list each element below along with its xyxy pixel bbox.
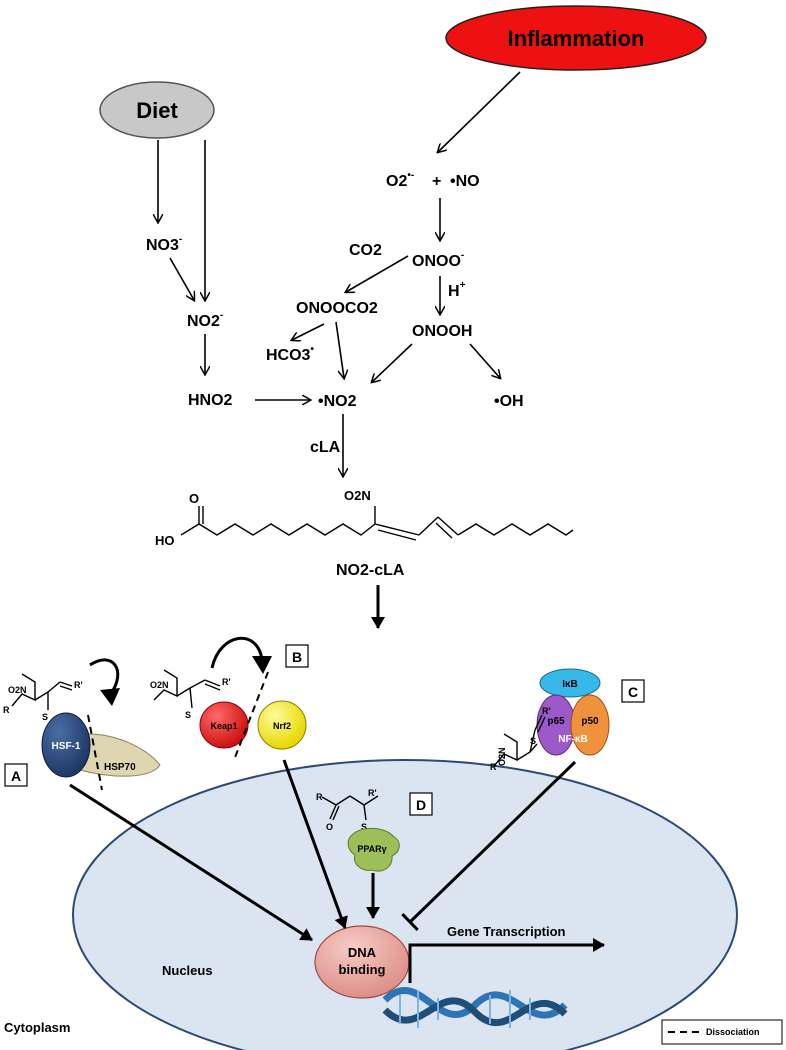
keap1-protein: [199, 701, 249, 749]
inflammation-label: Inflammation: [508, 26, 645, 51]
panel-c-adduct: [493, 714, 546, 767]
hno2-label: HNO2: [188, 392, 233, 409]
p50-protein: [570, 694, 610, 756]
inhibition-nfkb-to-dna: [401, 760, 577, 931]
panel-a-label: A: [11, 768, 21, 784]
panel-b-box: [285, 644, 309, 668]
legend-dissociation-label: Dissociation: [706, 1027, 760, 1037]
arrow-onooh-to-oh: [469, 343, 500, 378]
panel-b-curved-arrow: [210, 636, 264, 669]
ppar-label: PPARγ: [357, 844, 386, 854]
panel-b-curved-arrowhead: [252, 656, 272, 674]
panel-a-o2n: O2N: [8, 685, 27, 695]
hydroxyl-label: •OH: [494, 393, 524, 410]
panel-c-r: R: [490, 762, 497, 772]
arrow-nitrate-to-nitrite: [169, 257, 194, 300]
dna-binding-line2: binding: [339, 962, 386, 977]
arrow-inflammation-to-radicals: [438, 71, 521, 152]
panel-b-label: B: [292, 649, 302, 665]
panel-a-r: R: [3, 705, 10, 715]
ppar-protein: [347, 827, 400, 872]
keap1-label: Keap1: [210, 721, 237, 731]
gene-transcription-label: Gene Transcription: [447, 924, 566, 939]
ikb-protein: [539, 668, 601, 698]
arrow-nrf2-to-dna: [282, 759, 348, 929]
cytoplasm-label: Cytoplasm: [4, 1020, 70, 1035]
arrow-onoococ2-to-hco3: [292, 323, 325, 340]
panel-b-s: S: [185, 710, 191, 720]
panel-d-r-prime: R': [368, 788, 377, 798]
arrow-onooh-to-no2: [372, 343, 413, 382]
panel-c-r-prime: R': [542, 706, 551, 716]
dna-helix: [382, 987, 568, 1028]
panel-c-label: C: [628, 684, 638, 700]
panel-d-label: D: [416, 797, 426, 813]
hsf1-protein: [41, 712, 91, 778]
peroxynitrite-label: ONOO-: [412, 250, 464, 270]
plus-sign: +: [432, 173, 441, 190]
panel-b-dissociation-line: [233, 671, 269, 761]
cla-label: cLA: [310, 439, 341, 456]
proton-label: H+: [448, 280, 466, 300]
nitro-group-label: O2N: [344, 488, 371, 503]
panel-d-r: R: [316, 792, 323, 802]
nitrite-label: NO2-: [187, 310, 223, 330]
nitrate-label: NO3-: [146, 234, 182, 254]
panel-a-r-prime: R': [74, 680, 83, 690]
panel-c-s: S: [530, 736, 536, 746]
superoxide-label: O2•-: [386, 170, 414, 190]
panel-d-o: O: [326, 822, 333, 832]
panel-b-r-prime: R': [222, 677, 231, 687]
nucleus: [72, 759, 738, 1050]
panel-b-o2n: O2N: [150, 680, 169, 690]
diet-oval: [99, 81, 215, 139]
nucleus-label: Nucleus: [162, 963, 213, 978]
panel-a-curved-arrow: [89, 658, 120, 696]
nrf2-label: Nrf2: [273, 721, 291, 731]
nitro-cla-structure: [180, 506, 574, 541]
inflammation-oval: [445, 5, 707, 71]
bicarbonate-label: HCO3•: [266, 344, 314, 364]
dna-binding-line1: DNA: [348, 945, 377, 960]
panel-d-s: S: [361, 822, 367, 832]
co2-label: CO2: [349, 242, 382, 259]
hsf1-label: HSF-1: [52, 741, 81, 752]
nitrogen-dioxide-label: •NO2: [318, 393, 357, 410]
nitric-oxide-label: •NO: [450, 173, 480, 190]
gene-transcription-arrow: [408, 938, 605, 983]
p50-label: p50: [581, 716, 599, 727]
panel-c-box: [621, 679, 645, 703]
arrow-peroxynitrite-to-onoococ2: [346, 255, 409, 292]
nrf2-protein: [257, 700, 307, 750]
nfkb-label: NF-κB: [558, 734, 587, 745]
onoococ2-label: ONOOCO2: [296, 300, 378, 317]
panel-a-curved-arrowhead: [100, 688, 120, 706]
panel-a-adduct: [11, 673, 73, 710]
panel-a-box: [4, 763, 28, 787]
carboxyl-o-label: O: [189, 491, 199, 506]
carboxyl-ho-label: HO: [155, 533, 175, 548]
panel-d-box: [409, 792, 433, 816]
diet-label: Diet: [136, 98, 178, 123]
onooh-label: ONOOH: [412, 323, 472, 340]
product-label: NO2-cLA: [336, 562, 405, 579]
ikb-label: IκB: [562, 679, 578, 690]
hsp70-label: HSP70: [104, 762, 136, 773]
panel-b-adduct: [153, 669, 221, 709]
panel-a-dissociation-line: [87, 714, 103, 791]
p65-label: p65: [547, 716, 565, 727]
panel-d-adduct: [321, 795, 379, 821]
arrow-onoococ2-to-no2: [335, 321, 344, 378]
panel-c-o2n: O2N: [497, 747, 507, 766]
panel-a-s: S: [42, 712, 48, 722]
arrow-hsf1-to-dna: [69, 783, 313, 942]
